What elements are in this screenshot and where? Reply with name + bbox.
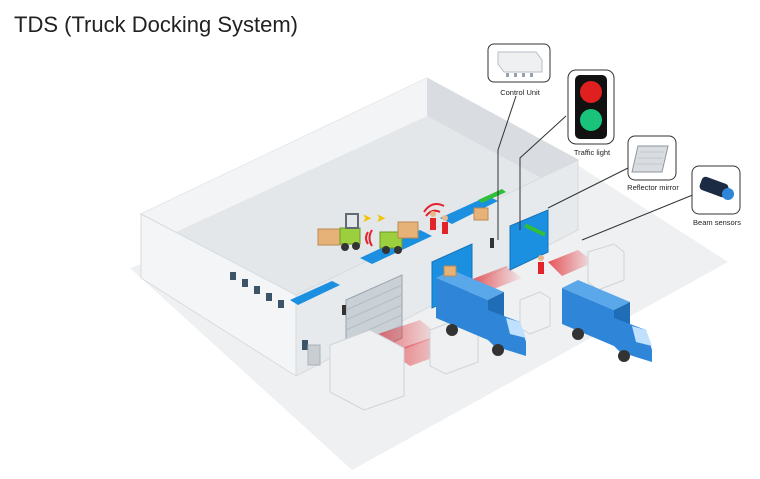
leader-traffic-light bbox=[519, 115, 567, 230]
dock-block-3 bbox=[519, 291, 551, 335]
beam-sensors-label: Beam sensors bbox=[693, 218, 741, 227]
traffic-light-icon bbox=[567, 69, 615, 145]
green-bar-right bbox=[524, 223, 546, 237]
dock-block-4 bbox=[587, 243, 625, 291]
back-wall-inner bbox=[427, 78, 578, 186]
crate-dock bbox=[443, 265, 457, 277]
callout-leader-lines bbox=[497, 95, 701, 241]
page-title: TDS (Truck Docking System) bbox=[14, 12, 299, 37]
truck-2 bbox=[562, 280, 652, 362]
signal-waves-2 bbox=[423, 203, 445, 217]
worker-1 bbox=[430, 211, 436, 230]
leader-reflector bbox=[547, 167, 629, 209]
motion-arrows: ➤ ➤ bbox=[362, 211, 386, 225]
truck-1 bbox=[436, 270, 526, 356]
blue-stripe-left bbox=[290, 281, 340, 305]
signal-waves-1 bbox=[365, 229, 373, 247]
reflector-mirror-label: Reflector mirror bbox=[627, 183, 679, 192]
leader-beam-sensor bbox=[581, 191, 701, 241]
leader-control-unit bbox=[497, 95, 517, 240]
building-windows bbox=[230, 272, 308, 350]
worker-2 bbox=[442, 215, 448, 234]
traffic-light-label: Traffic light bbox=[573, 148, 611, 157]
forklift-2 bbox=[379, 221, 419, 254]
control-unit-label: Control Unit bbox=[500, 88, 540, 97]
worker-3 bbox=[538, 255, 544, 274]
beam-sensor-icon bbox=[691, 165, 741, 215]
wall-traffic-light-1 bbox=[342, 305, 346, 315]
laser-zone-3 bbox=[548, 250, 594, 276]
wall-traffic-light-2 bbox=[490, 238, 494, 248]
pallet-stack-interior bbox=[473, 207, 489, 221]
interior-lane-2 bbox=[440, 196, 498, 224]
reflector-mirror-icon bbox=[627, 135, 677, 181]
dock-block-1 bbox=[329, 329, 405, 411]
inner-floor bbox=[176, 116, 556, 304]
left-wall-inner bbox=[141, 78, 427, 232]
forklift-1 bbox=[317, 213, 361, 251]
green-signal-bar bbox=[478, 189, 506, 203]
control-unit-icon bbox=[487, 43, 551, 83]
side-door bbox=[307, 344, 321, 366]
